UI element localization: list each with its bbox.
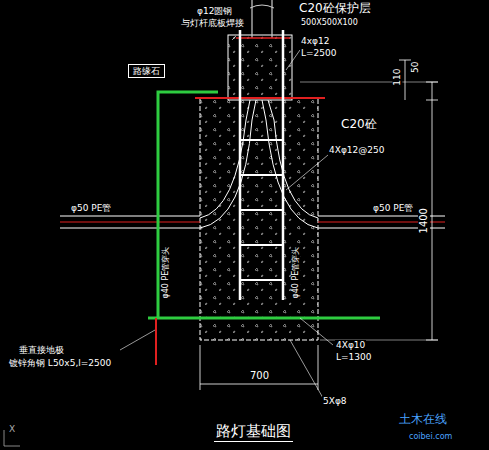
dimension: 1400 <box>418 207 430 234</box>
watermark: 土木在线 <box>398 413 448 427</box>
pipe-label: φ40 PE管穿头 <box>161 246 170 300</box>
pipe-label: φ40 PE管穿头 <box>291 246 300 300</box>
rod-note: 垂直接地极 <box>18 345 65 355</box>
bar-note: 4Xφ10 <box>335 340 366 350</box>
layer-note: C20砼保护层 <box>298 2 372 16</box>
curb-box: 路缘石 <box>128 64 165 78</box>
bolt-note: 4xφ12 <box>300 36 330 46</box>
bar-note: φ12圆钢 <box>196 6 233 16</box>
pipe-label: φ50 PE管 <box>70 203 112 213</box>
bar-note: L=1300 <box>335 352 372 362</box>
drawing-title: 路灯基础图 <box>214 422 293 442</box>
bolt-note: L=2500 <box>300 48 337 58</box>
rod-note: 镀锌角钢 L50x5,l=2500 <box>8 358 112 368</box>
bar-note: 5Xφ8 <box>322 396 348 406</box>
axis-marker: X <box>8 424 16 434</box>
size-note: 500X500X100 <box>300 18 359 27</box>
dimension: 110 <box>393 68 403 87</box>
curb-label: 路缘石 <box>129 65 164 77</box>
dimension: 50 <box>410 60 420 73</box>
watermark: coibei.com <box>408 432 453 441</box>
bar-note: 与灯杆底板焊接 <box>180 18 245 28</box>
pipe-label: φ50 PE管 <box>372 203 414 213</box>
material-note: C20砼 <box>340 118 378 132</box>
dimension: 700 <box>249 370 270 382</box>
tie-note: 4Xφ12@250 <box>328 145 385 155</box>
